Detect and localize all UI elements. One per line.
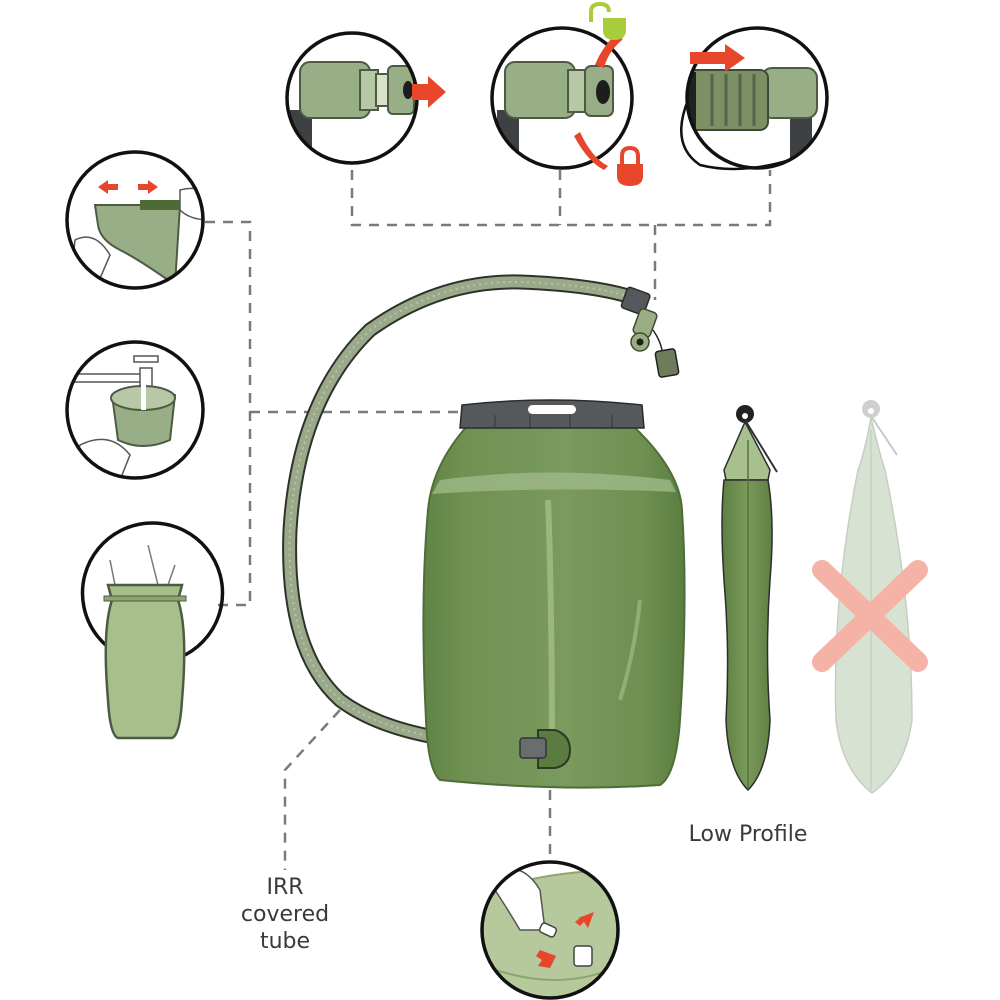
incorrect-bag [812,400,928,794]
arrow-left-icon [98,180,118,194]
irr-covered-tube [282,274,648,753]
step-bite-valve-pull [285,31,446,165]
tube-label-line-1: IRR [266,875,304,900]
step-quick-disconnect [480,860,620,1000]
arrow-icon [536,950,556,968]
step-hang-dry [80,521,225,740]
low-profile-bag [721,405,778,792]
tube-label: IRR covered tube [225,874,345,955]
arrow-right-icon [690,44,745,72]
step-fill-from-tap [65,340,205,480]
arrow-icon [575,912,594,928]
bite-valve [620,286,680,378]
locked-icon [617,145,643,186]
arrow-right-icon [412,76,446,108]
low-profile-label: Low Profile [688,822,808,847]
step-bite-valve-cover [680,26,829,171]
unlocked-icon [589,1,626,40]
tube-label-line-2: covered [240,902,330,927]
step-slide-seal-open [65,150,205,290]
hydration-reservoir [422,399,686,789]
step-bite-valve-lock [490,1,643,186]
connector-lines [205,170,772,870]
x-mark-icon [812,560,928,672]
tube-label-line-3: tube [259,929,311,954]
arrow-right-icon [138,180,158,194]
